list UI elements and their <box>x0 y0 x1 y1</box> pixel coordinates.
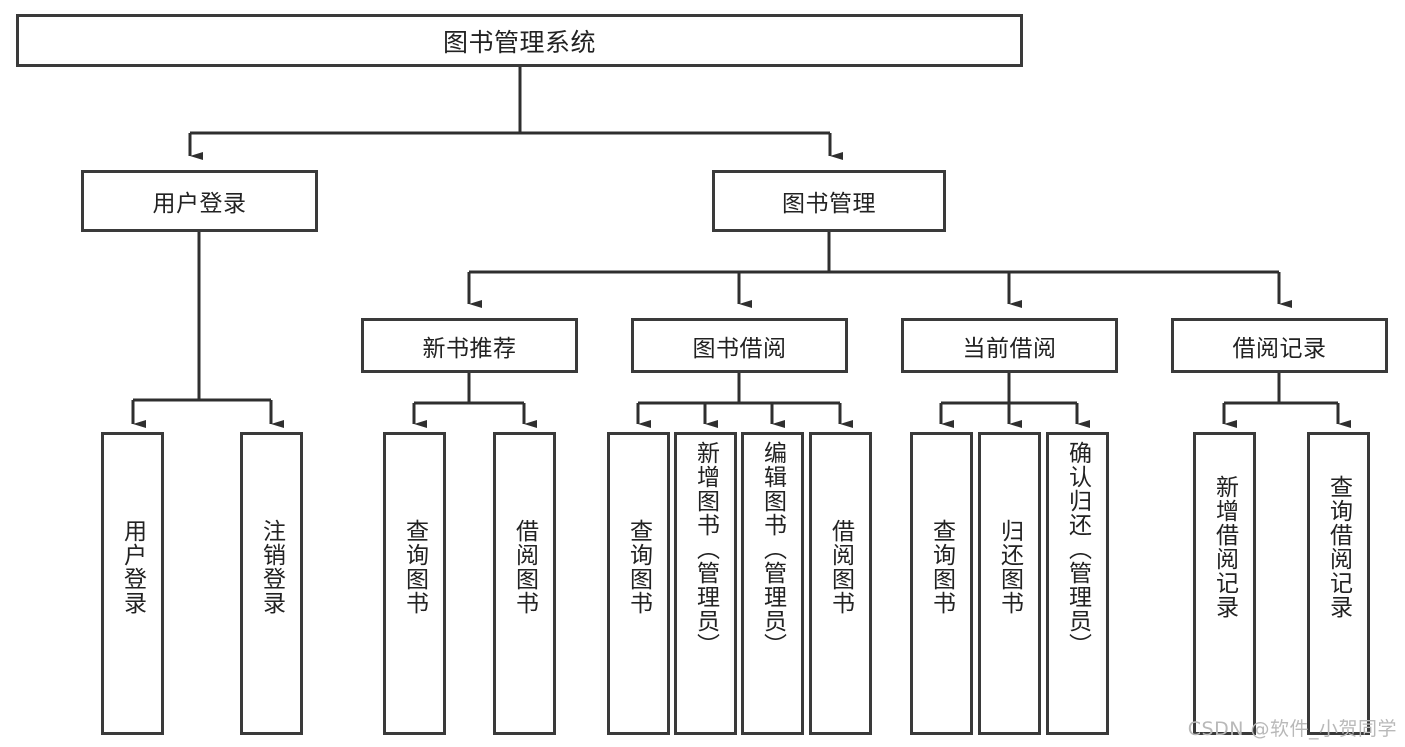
node-book-management[interactable]: 图书管理 <box>712 170 946 232</box>
node-label: 借阅图书 <box>511 519 538 615</box>
node-leaf-borrow-book-1[interactable]: 借阅图书 <box>493 432 556 735</box>
node-label: 注销登录 <box>258 519 285 615</box>
node-leaf-query-book-1[interactable]: 查询图书 <box>383 432 446 735</box>
node-borrow-record[interactable]: 借阅记录 <box>1171 318 1388 373</box>
node-label: 编辑图书（管理员） <box>759 441 786 657</box>
node-leaf-add-record[interactable]: 新增借阅记录 <box>1193 432 1256 735</box>
node-label: 确认归还（管理员） <box>1064 441 1091 657</box>
node-leaf-logout-login[interactable]: 注销登录 <box>240 432 303 735</box>
node-label: 用户登录 <box>119 519 146 615</box>
watermark-text: CSDN @软件_小贺同学 <box>1187 718 1397 740</box>
node-label: 查询图书 <box>625 519 652 615</box>
node-leaf-user-login[interactable]: 用户登录 <box>101 432 164 735</box>
node-label: 查询借阅记录 <box>1325 475 1352 619</box>
node-label: 查询图书 <box>928 519 955 615</box>
node-label: 查询图书 <box>401 519 428 615</box>
node-label: 新增借阅记录 <box>1211 475 1238 619</box>
node-label: 借阅图书 <box>827 519 854 615</box>
node-current-borrow[interactable]: 当前借阅 <box>901 318 1118 373</box>
node-leaf-query-record[interactable]: 查询借阅记录 <box>1307 432 1370 735</box>
node-new-book-recommend[interactable]: 新书推荐 <box>361 318 578 373</box>
node-leaf-edit-book[interactable]: 编辑图书（管理员） <box>741 432 804 735</box>
node-leaf-return-book[interactable]: 归还图书 <box>978 432 1041 735</box>
node-leaf-borrow-book-2[interactable]: 借阅图书 <box>809 432 872 735</box>
node-leaf-add-book[interactable]: 新增图书（管理员） <box>674 432 737 735</box>
node-label: 归还图书 <box>996 519 1023 615</box>
node-user-login[interactable]: 用户登录 <box>81 170 318 232</box>
node-label: 新增图书（管理员） <box>692 441 719 657</box>
node-leaf-query-book-2[interactable]: 查询图书 <box>607 432 670 735</box>
node-root[interactable]: 图书管理系统 <box>16 14 1023 67</box>
node-leaf-query-book-3[interactable]: 查询图书 <box>910 432 973 735</box>
node-leaf-confirm-return[interactable]: 确认归还（管理员） <box>1046 432 1109 735</box>
node-book-borrow[interactable]: 图书借阅 <box>631 318 848 373</box>
